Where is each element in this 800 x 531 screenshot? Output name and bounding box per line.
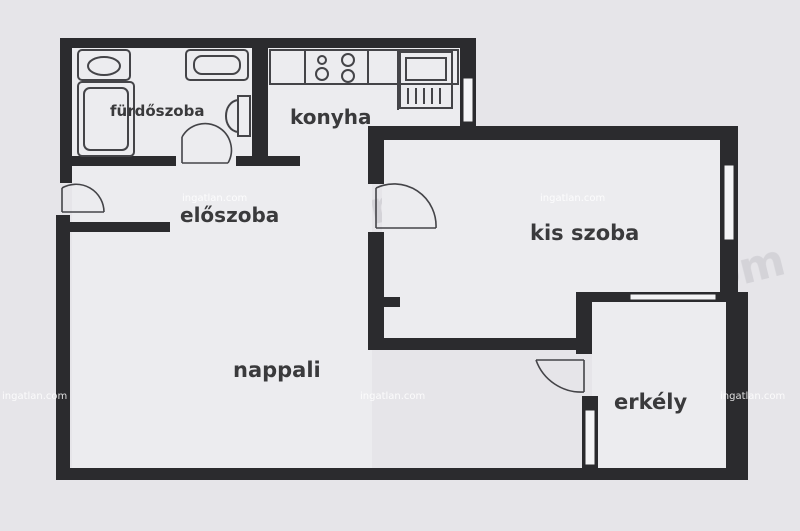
site-watermark: ingatlan.com	[182, 193, 247, 204]
site-watermarks: ingatlan.com ingatlan.com ingatlan.com i…	[2, 193, 785, 402]
door-entrance	[61, 183, 105, 213]
kitchen-sink-icon	[399, 51, 453, 109]
windows	[462, 77, 735, 466]
room-label-small-room: kis szoba	[530, 221, 639, 245]
bathroom-fixtures	[77, 49, 251, 157]
floor-fill	[72, 48, 732, 468]
window	[723, 164, 735, 241]
room-label-hall: előszoba	[180, 203, 279, 227]
door-erkely	[535, 359, 585, 393]
counter-icon	[269, 49, 459, 110]
room-label-living-room: nappali	[233, 358, 321, 382]
washbasin-icon	[77, 49, 131, 81]
site-watermark: ingatlan.com	[360, 391, 425, 402]
door-kis-szoba	[375, 183, 437, 229]
site-watermark: ingatlan.com	[540, 193, 605, 204]
door-bathroom	[181, 122, 233, 164]
site-watermark: ingatlan.com	[720, 391, 785, 402]
stove-icon	[315, 53, 355, 83]
room-label-bathroom: fürdőszoba	[110, 102, 204, 120]
window	[629, 293, 717, 301]
site-watermark: ingatlan.com	[2, 391, 67, 402]
room-labels: fürdőszoba konyha előszoba kis szoba nap…	[110, 102, 687, 414]
toilet-icon	[225, 95, 251, 137]
bathtub-icon	[77, 81, 135, 157]
room-label-balcony: erkély	[614, 390, 687, 414]
kitchen-fixtures	[269, 49, 459, 110]
sink-icon	[185, 49, 249, 81]
doors	[61, 122, 585, 393]
window	[584, 409, 596, 466]
room-label-kitchen: konyha	[290, 105, 372, 129]
window	[462, 77, 474, 123]
